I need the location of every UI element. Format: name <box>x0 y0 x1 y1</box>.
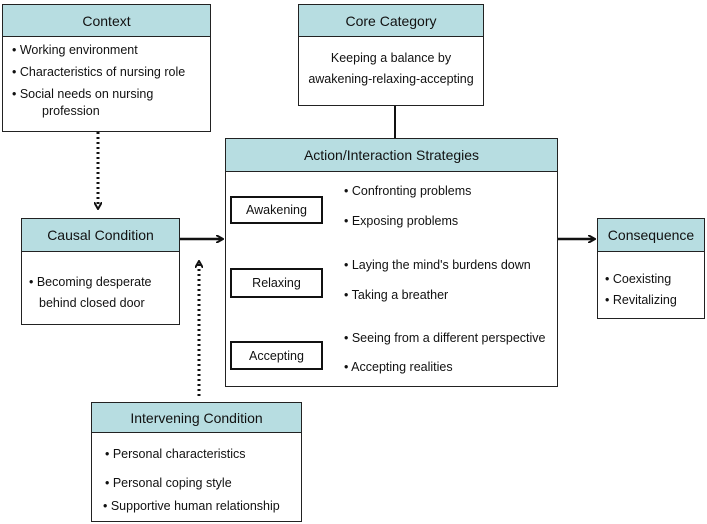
causal-item-2: behind closed door <box>39 296 145 310</box>
core-category-title: Core Category <box>298 4 484 37</box>
intervening-item-1: • Personal characteristics <box>105 447 246 461</box>
stage-awakening: Awakening <box>230 196 323 224</box>
core-category-line-2: awakening-relaxing-accepting <box>308 72 474 86</box>
context-item-4: profession <box>42 104 100 118</box>
accepting-strategy-2: • Accepting realities <box>344 360 453 374</box>
accepting-strategy-1: • Seeing from a different perspective <box>344 331 546 345</box>
action-strategies-title: Action/Interaction Strategies <box>225 138 558 172</box>
intervening-item-3: • Supportive human relationship <box>103 499 280 513</box>
context-title: Context <box>2 4 211 37</box>
context-item-2: • Characteristics of nursing role <box>12 65 186 79</box>
awakening-strategy-2: • Exposing problems <box>344 214 459 228</box>
causal-condition-title: Causal Condition <box>21 218 180 252</box>
consequence-item-2: • Revitalizing <box>605 293 677 307</box>
relaxing-strategy-1: • Laying the mind's burdens down <box>344 258 531 272</box>
stage-relaxing: Relaxing <box>230 268 323 298</box>
context-item-1: • Working environment <box>12 43 138 57</box>
intervening-item-2: • Personal coping style <box>105 476 232 490</box>
awakening-strategy-1: • Confronting problems <box>344 184 472 198</box>
core-category-line-1: Keeping a balance by <box>330 51 452 65</box>
intervening-condition-title: Intervening Condition <box>91 402 302 433</box>
stage-accepting: Accepting <box>230 341 323 370</box>
consequence-item-1: • Coexisting <box>605 272 672 286</box>
context-box <box>2 36 211 132</box>
relaxing-strategy-2: • Taking a breather <box>344 288 449 302</box>
core-category-box <box>298 36 484 106</box>
causal-item-1: • Becoming desperate <box>29 275 152 289</box>
consequence-title: Consequence <box>597 218 705 252</box>
context-item-3: • Social needs on nursing <box>12 87 154 101</box>
